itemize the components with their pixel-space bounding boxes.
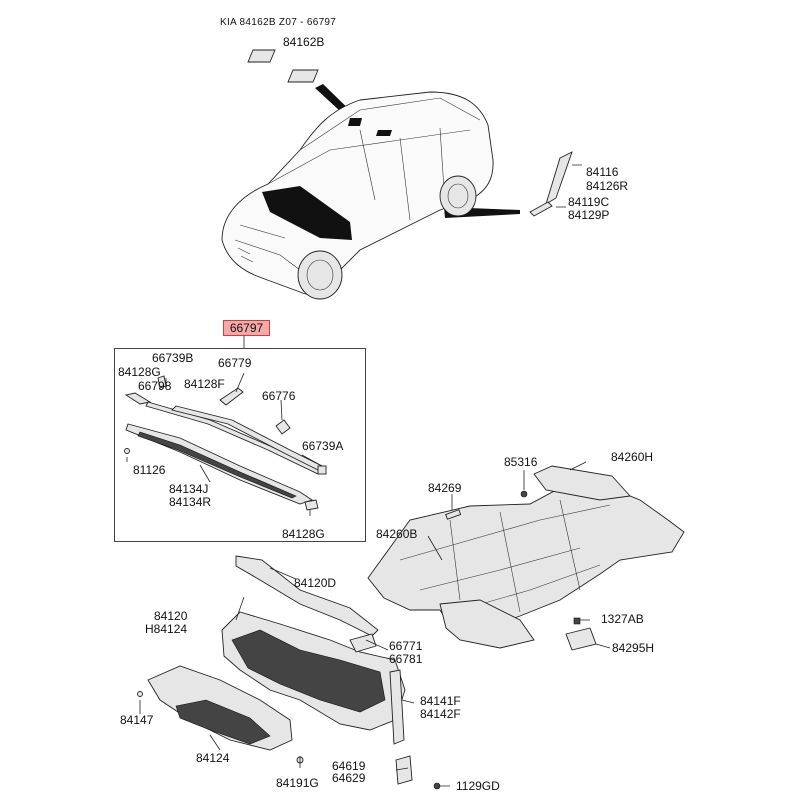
callout-66779[interactable]: 66779: [218, 356, 252, 370]
callout-84120d[interactable]: 84120D: [294, 576, 337, 590]
callout-84128g-lower[interactable]: 84128G: [282, 527, 325, 541]
callout-84141f[interactable]: 84141F: [420, 694, 461, 708]
pillar-trim: [529, 151, 573, 217]
callout-84142f[interactable]: 84142F: [420, 707, 461, 721]
callout-66781[interactable]: 66781: [389, 652, 423, 666]
callout-84124[interactable]: 84124: [196, 751, 230, 765]
callout-66739b[interactable]: 66739B: [152, 351, 194, 365]
cowl-parts: [124, 372, 327, 516]
callout-84126r[interactable]: 84126R: [586, 179, 629, 193]
callout-84134j[interactable]: 84134J: [169, 482, 209, 496]
assembly-group-box: [114, 348, 366, 542]
callout-84191g[interactable]: 84191G: [276, 776, 319, 790]
callout-84116[interactable]: 84116: [586, 165, 619, 179]
leader-pillar: [556, 164, 582, 208]
callout-66739a[interactable]: 66739A: [302, 439, 344, 453]
callout-66771[interactable]: 66771: [389, 639, 423, 653]
highlighted-part-callout[interactable]: 66797: [223, 320, 270, 336]
callout-84269[interactable]: 84269: [428, 481, 462, 495]
callout-64619[interactable]: 64619: [332, 759, 366, 773]
callout-1327ab[interactable]: 1327AB: [601, 612, 644, 626]
callout-84134r[interactable]: 84134R: [169, 495, 212, 509]
header-subtitle: Z07 - 66797: [278, 17, 337, 28]
callout-84295h[interactable]: 84295H: [612, 641, 655, 655]
callout-85316[interactable]: 85316: [504, 455, 538, 469]
callout-h84124[interactable]: H84124: [145, 622, 188, 636]
callout-84120[interactable]: 84120: [154, 609, 188, 623]
callout-84260b[interactable]: 84260B: [376, 527, 418, 541]
callout-84147[interactable]: 84147: [120, 713, 154, 727]
callout-84119c[interactable]: 84119C: [568, 195, 610, 209]
callout-84128g-upper[interactable]: 84128G: [118, 365, 161, 379]
dash-insulator: [137, 555, 450, 790]
diagram-header: KIA 84162B Z07 - 66797: [220, 17, 336, 28]
callout-81126[interactable]: 81126: [133, 463, 166, 477]
callout-1129gd[interactable]: 1129GD: [456, 779, 500, 793]
callout-66798[interactable]: 66798: [138, 379, 172, 393]
callout-66776[interactable]: 66776: [262, 389, 296, 403]
callout-84129p[interactable]: 84129P: [568, 208, 610, 222]
callout-84162b[interactable]: 84162B: [283, 35, 325, 49]
pad-84162b-lower: [287, 69, 319, 83]
callout-84260h[interactable]: 84260H: [611, 450, 654, 464]
pad-84162b-upper: [247, 49, 276, 63]
floor-pad: [367, 461, 685, 651]
callout-84128f[interactable]: 84128F: [184, 377, 225, 391]
header-title: KIA 84162B: [220, 17, 276, 28]
vehicle-illustration: [221, 91, 494, 300]
callout-64629[interactable]: 64629: [332, 771, 366, 785]
